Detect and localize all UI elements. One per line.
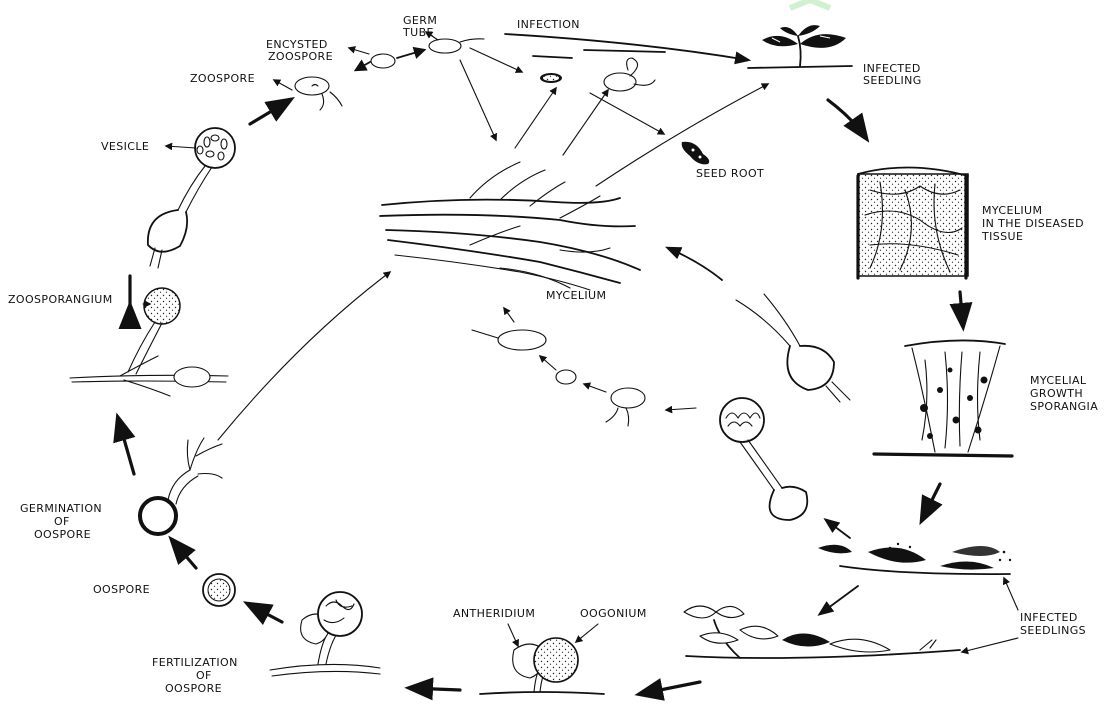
fertilization-label-1: FERTILIZATION [152, 656, 238, 669]
fertilization-label-3: OOSPORE [165, 682, 222, 695]
zoospore-cell [295, 77, 342, 110]
watermark-mark [790, 0, 830, 8]
zoosporangium-label: ZOOSPORANGIUM [8, 293, 113, 306]
arrow-to-oogonium [640, 682, 700, 694]
sporangia-label-2: GROWTH [1030, 387, 1083, 400]
arrow-oogonium-to-fertilization [410, 688, 460, 690]
inner-zoospore [606, 388, 645, 426]
diseased-tissue-icon [858, 167, 968, 278]
arrow-vesicle-to-zoospore [250, 100, 290, 124]
arrow-encyst-to-zoospore [356, 62, 370, 70]
germinating-seed [584, 50, 665, 91]
fertilization-structure [270, 592, 380, 676]
arrow-germtube-up [504, 308, 514, 322]
arrow-zoospore-to-cyst [584, 384, 606, 392]
arrow-antheridium-pointer [508, 624, 518, 646]
arrow-label-to-seedlings [1004, 578, 1018, 610]
mycelium-tissue-label-2: IN THE DISEASED [982, 217, 1084, 230]
arrow-germ-to-mycelium [460, 60, 496, 140]
infected-seedlings-icon [818, 543, 1011, 574]
arrow-sporangium-to-mycelium [668, 248, 722, 280]
mycelium-network-icon [380, 162, 640, 290]
arrow-encyst-label [349, 48, 369, 54]
vesicle-label: VESICLE [101, 140, 149, 153]
arrow-to-fallen-seedlings [820, 586, 858, 614]
arrow-mycelium-to-seed [515, 88, 556, 148]
sporangia-label-3: SPORANGIA [1030, 400, 1098, 413]
germination-label-1: GERMINATION [20, 502, 102, 515]
arrow-seedling-to-tissue [828, 100, 866, 138]
mycelium-tissue-label-1: MYCELIUM [982, 204, 1042, 217]
arrow-zoospore-label [274, 80, 292, 90]
fertilization-label-2: OF [196, 669, 212, 682]
seed-root-label: SEED ROOT [696, 167, 764, 180]
arrow-seedlings-to-sporangium [826, 520, 850, 538]
germination-label-2: OF [54, 515, 70, 528]
arrow-to-zoospore-inner [666, 408, 696, 410]
fallen-seedlings [684, 606, 960, 658]
mycelium-tissue-label-3: TISSUE [981, 230, 1023, 243]
zoospore-label: ZOOSPORE [190, 72, 255, 85]
inner-germ-tube [472, 330, 546, 350]
plant-seedling-icon [748, 25, 852, 68]
antheridium-oogonium [480, 638, 604, 694]
vesicle-sporangium [148, 128, 235, 268]
seed-root-icon [682, 142, 710, 165]
arrow-germination-to-zoosporangium [118, 418, 134, 474]
arrow-seed-to-root [590, 93, 664, 134]
arrow-vesicle-label [166, 146, 196, 148]
germination-label-3: OOSPORE [34, 528, 91, 541]
arrow-cyst-to-germtube [540, 356, 556, 370]
infected-seedlings-label-2: SEEDLINGS [1020, 624, 1086, 637]
oospore-cell [203, 574, 235, 606]
arrow-sporangia-to-seedlings [922, 484, 940, 520]
sporangium-germinating [736, 294, 850, 402]
oospore-label: OOSPORE [93, 583, 150, 596]
sporangia-label-1: MYCELIAL [1030, 374, 1087, 387]
arrow-oospore-to-germination [172, 540, 196, 568]
arrow-label-to-fallen [962, 638, 1018, 652]
encysted-zoospore-label-2: ZOOSPORE [268, 50, 333, 63]
arrow-oogonium-pointer [576, 624, 598, 642]
sporangia-growth-icon [874, 340, 1012, 456]
infected-seedling-label-2: SEEDLING [863, 74, 922, 87]
sporangium-with-vesicle [720, 398, 807, 520]
oogonium-label: OOGONIUM [580, 607, 647, 620]
germinating-oospore [140, 438, 222, 534]
infection-label: INFECTION [517, 18, 580, 31]
arrow-encyst-to-germ [397, 50, 424, 58]
mycelium-label: MYCELIUM [546, 289, 606, 302]
arrow-tissue-to-sporangia [960, 292, 963, 326]
arrow-fertilization-to-oospore [248, 604, 282, 622]
encysted-zoospore-cell [371, 54, 395, 68]
arrow-germ-to-seed [470, 48, 522, 72]
infected-seedlings-label-1: INFECTED [1020, 611, 1078, 624]
infected-seed [533, 56, 572, 83]
antheridium-label: ANTHERIDIUM [453, 607, 535, 620]
germ-tube-label-2: TUBE [402, 26, 434, 39]
arrow-germination-to-mycelium [218, 272, 390, 440]
inner-encysted-zoospore [556, 370, 576, 384]
